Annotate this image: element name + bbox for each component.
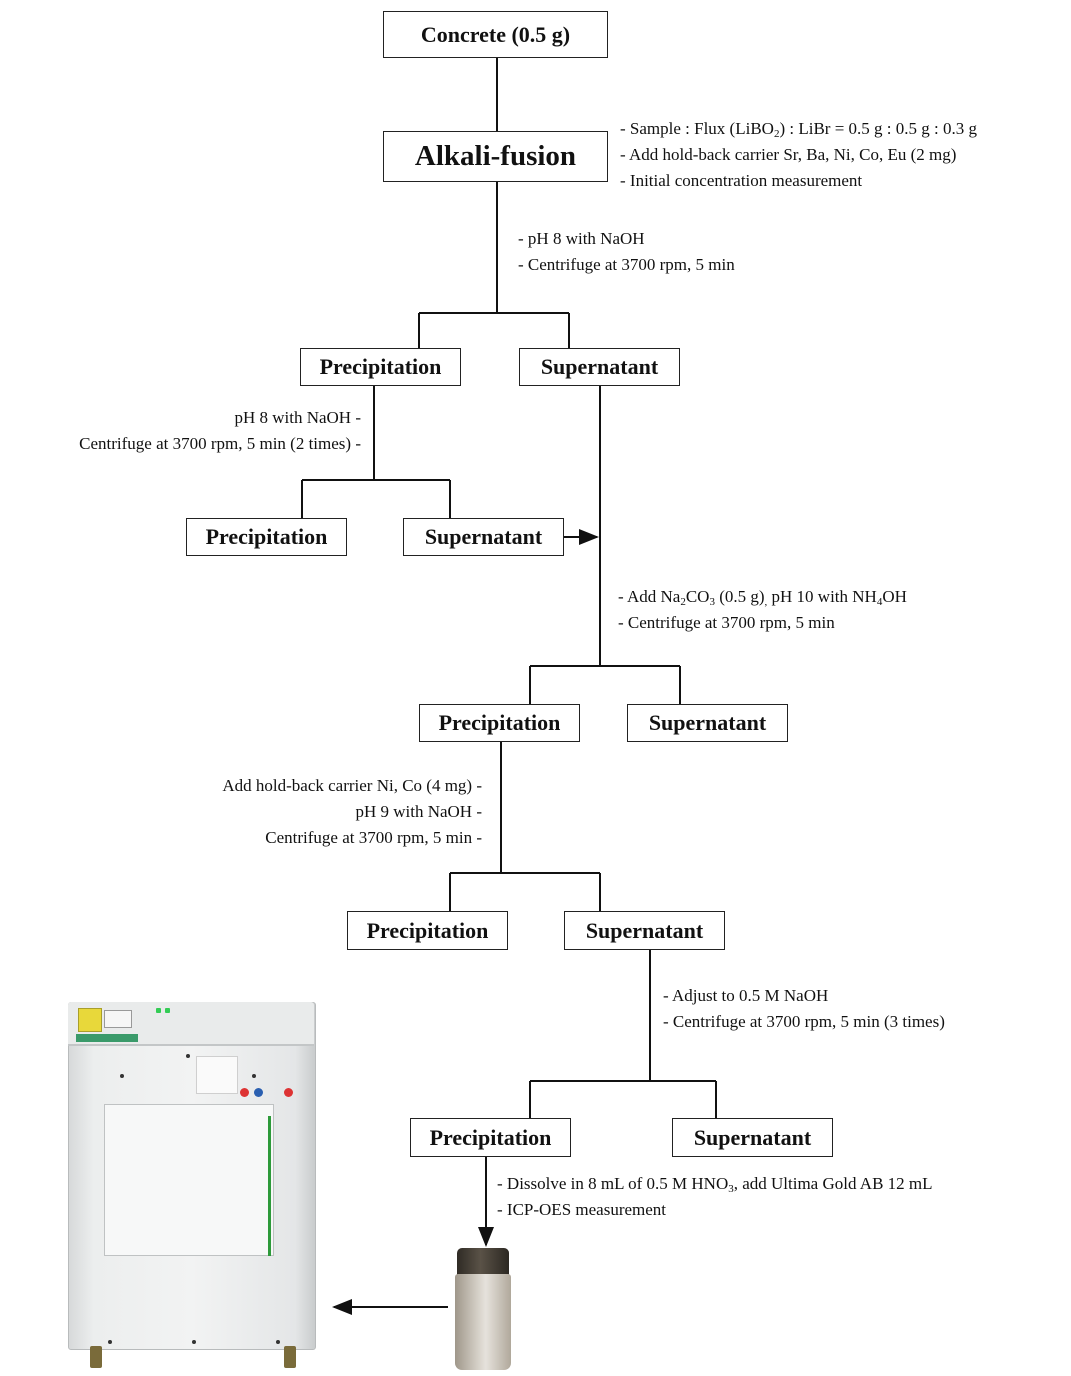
warning-badge-icon bbox=[240, 1088, 249, 1097]
note-line: - Adjust to 0.5 M NaOH bbox=[663, 986, 829, 1005]
alkali-fusion-box: Alkali-fusion bbox=[383, 131, 608, 182]
supernatant-box-1: Supernatant bbox=[519, 348, 680, 386]
note-line: Add hold-back carrier Ni, Co (4 mg) - bbox=[222, 776, 482, 795]
supernatant-box-4: Supernatant bbox=[564, 911, 725, 950]
screw-icon bbox=[108, 1340, 112, 1344]
status-led-icon bbox=[156, 1008, 161, 1013]
screw-icon bbox=[120, 1074, 124, 1078]
fusion-note-line-1: - Sample : Flux (LiBO2) : LiBr = 0.5 g :… bbox=[620, 116, 977, 142]
note-text: ) : LiBr = 0.5 g : 0.5 g : 0.3 g bbox=[779, 119, 977, 138]
instrument-door-window bbox=[104, 1104, 274, 1256]
step4-note: Add hold-back carrier Ni, Co (4 mg) - pH… bbox=[222, 773, 482, 851]
note-line: - Centrifuge at 3700 rpm, 5 min (3 times… bbox=[663, 1012, 945, 1031]
supernatant-box-2: Supernatant bbox=[403, 518, 564, 556]
instrument-label-sticker bbox=[78, 1008, 102, 1032]
screw-icon bbox=[192, 1340, 196, 1344]
note-text: - Dissolve in 8 mL of 0.5 M HNO bbox=[497, 1174, 729, 1193]
note-text: pH 10 with NH bbox=[767, 587, 877, 606]
subscript: 4 bbox=[876, 596, 883, 608]
info-badge-icon bbox=[254, 1088, 263, 1097]
vial-body bbox=[455, 1274, 511, 1370]
subscript: 2 bbox=[773, 128, 780, 140]
note-line: pH 9 with NaOH - bbox=[355, 802, 482, 821]
vial-cap bbox=[457, 1248, 509, 1276]
screw-icon bbox=[252, 1074, 256, 1078]
precipitation-box-3: Precipitation bbox=[419, 704, 580, 742]
instrument-foot bbox=[90, 1346, 102, 1368]
note-line: pH 8 with NaOH - bbox=[234, 408, 361, 427]
warning-badge-icon bbox=[284, 1088, 293, 1097]
subscript: 3 bbox=[728, 1183, 734, 1195]
precipitation-box-4: Precipitation bbox=[347, 911, 508, 950]
step5-note: - Adjust to 0.5 M NaOH - Centrifuge at 3… bbox=[663, 983, 945, 1035]
fusion-note-line-3: - Initial concentration measurement bbox=[620, 171, 863, 190]
note-line: Centrifuge at 3700 rpm, 5 min (2 times) … bbox=[79, 434, 361, 453]
precipitation-box-5: Precipitation bbox=[410, 1118, 571, 1157]
instrument-foot bbox=[284, 1346, 296, 1368]
step3-note-line-1: - Add Na2CO3 (0.5 g), pH 10 with NH4OH bbox=[618, 584, 907, 610]
step1-note: - pH 8 with NaOH - Centrifuge at 3700 rp… bbox=[518, 226, 735, 278]
note-text: (0.5 g) bbox=[714, 587, 765, 606]
instrument-door-handle bbox=[268, 1116, 271, 1256]
note-text: , add Ultima Gold AB 12 mL bbox=[733, 1174, 933, 1193]
note-text: CO bbox=[685, 587, 710, 606]
precipitation-box-1: Precipitation bbox=[300, 348, 461, 386]
supernatant-box-3: Supernatant bbox=[627, 704, 788, 742]
screw-icon bbox=[276, 1340, 280, 1344]
instrument-info-sticker bbox=[196, 1056, 238, 1094]
note-line: Centrifuge at 3700 rpm, 5 min - bbox=[265, 828, 482, 847]
instrument-label-sticker bbox=[104, 1010, 132, 1028]
step2-note: pH 8 with NaOH - Centrifuge at 3700 rpm,… bbox=[79, 405, 361, 457]
note-text: - Add Na bbox=[618, 587, 681, 606]
step3-note-line-2: - Centrifuge at 3700 rpm, 5 min bbox=[618, 613, 835, 632]
step6-note-line-1: - Dissolve in 8 mL of 0.5 M HNO3, add Ul… bbox=[497, 1171, 933, 1197]
sample-vial-image bbox=[454, 1248, 514, 1372]
step6-note: - Dissolve in 8 mL of 0.5 M HNO3, add Ul… bbox=[497, 1171, 933, 1223]
step6-note-line-2: - ICP-OES measurement bbox=[497, 1200, 667, 1219]
concrete-box: Concrete (0.5 g) bbox=[383, 11, 608, 58]
subscript: 2 bbox=[680, 596, 686, 608]
liquid-scintillation-counter-image bbox=[62, 998, 320, 1370]
supernatant-box-5: Supernatant bbox=[672, 1118, 833, 1157]
fusion-conditions-note: - Sample : Flux (LiBO2) : LiBr = 0.5 g :… bbox=[620, 116, 977, 194]
status-led-icon bbox=[165, 1008, 170, 1013]
screw-icon bbox=[186, 1054, 190, 1058]
note-text: OH bbox=[882, 587, 907, 606]
note-line: - pH 8 with NaOH bbox=[518, 229, 645, 248]
note-text: - Sample : Flux (LiBO bbox=[620, 119, 774, 138]
note-line: - Centrifuge at 3700 rpm, 5 min bbox=[518, 255, 735, 274]
precipitation-box-2: Precipitation bbox=[186, 518, 347, 556]
subscript: 3 bbox=[709, 596, 715, 608]
subscript: , bbox=[764, 596, 768, 608]
instrument-brand-strip bbox=[76, 1034, 138, 1042]
step3-note: - Add Na2CO3 (0.5 g), pH 10 with NH4OH -… bbox=[618, 584, 907, 636]
fusion-note-line-2: - Add hold-back carrier Sr, Ba, Ni, Co, … bbox=[620, 145, 957, 164]
